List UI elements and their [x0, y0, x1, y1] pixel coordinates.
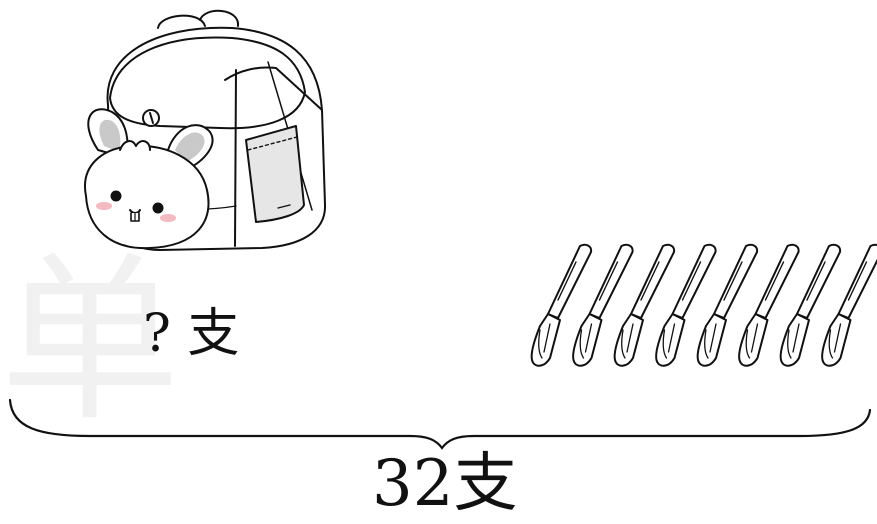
- pen-group: [530, 243, 877, 367]
- pen-icon: [572, 243, 634, 367]
- pen-icon: [696, 243, 759, 367]
- pen-icon: [530, 243, 593, 367]
- curly-brace: [8, 398, 872, 450]
- pen-icon: [655, 243, 717, 367]
- pen-icon: [613, 243, 676, 367]
- unknown-count-label: ? 支: [143, 304, 240, 364]
- pen-icon: [821, 243, 877, 367]
- watermark: 单: [0, 237, 181, 446]
- pen-icon: [779, 243, 842, 367]
- pen-icon: [738, 243, 800, 367]
- total-count-label: 32支: [372, 447, 518, 521]
- bunny-icon: [84, 108, 214, 250]
